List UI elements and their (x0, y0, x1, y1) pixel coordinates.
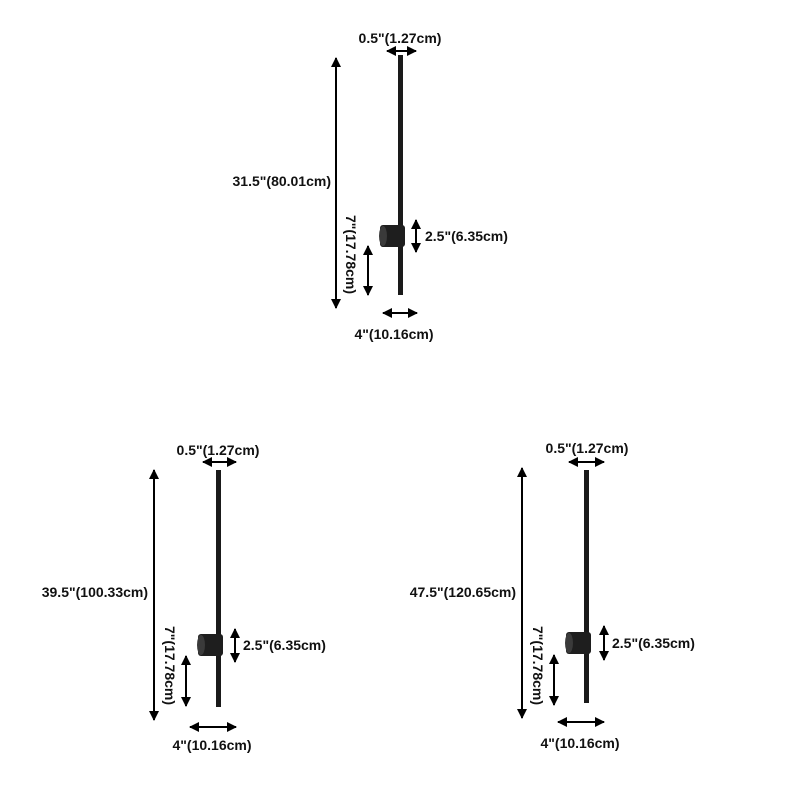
lamp-31-5: 0.5"(1.27cm) 31.5"(80.01cm) 2.5"(6.35cm)… (233, 30, 508, 342)
lamp-head-face (197, 635, 205, 655)
lamp-head-face (565, 633, 573, 653)
width-label: 0.5"(1.27cm) (177, 442, 260, 458)
depth-label: 4"(10.16cm) (172, 737, 251, 753)
lamp-rod (584, 470, 589, 703)
height-label: 39.5"(100.33cm) (42, 584, 148, 600)
lamp-47-5: 0.5"(1.27cm) 47.5"(120.65cm) 2.5"(6.35cm… (410, 440, 695, 751)
lamp-rod (398, 55, 403, 295)
lamp-head-face (379, 226, 387, 246)
offset-label: 7"(17.78cm) (343, 215, 359, 294)
height-label: 31.5"(80.01cm) (233, 173, 331, 189)
lamp-39-5: 0.5"(1.27cm) 39.5"(100.33cm) 2.5"(6.35cm… (42, 442, 326, 753)
head-label: 2.5"(6.35cm) (425, 228, 508, 244)
head-label: 2.5"(6.35cm) (243, 637, 326, 653)
depth-label: 4"(10.16cm) (540, 735, 619, 751)
height-label: 47.5"(120.65cm) (410, 584, 516, 600)
depth-label: 4"(10.16cm) (354, 326, 433, 342)
width-label: 0.5"(1.27cm) (546, 440, 629, 456)
width-label: 0.5"(1.27cm) (359, 30, 442, 46)
offset-label: 7"(17.78cm) (162, 626, 178, 705)
head-label: 2.5"(6.35cm) (612, 635, 695, 651)
offset-label: 7"(17.78cm) (530, 626, 546, 705)
lamp-rod (216, 470, 221, 707)
